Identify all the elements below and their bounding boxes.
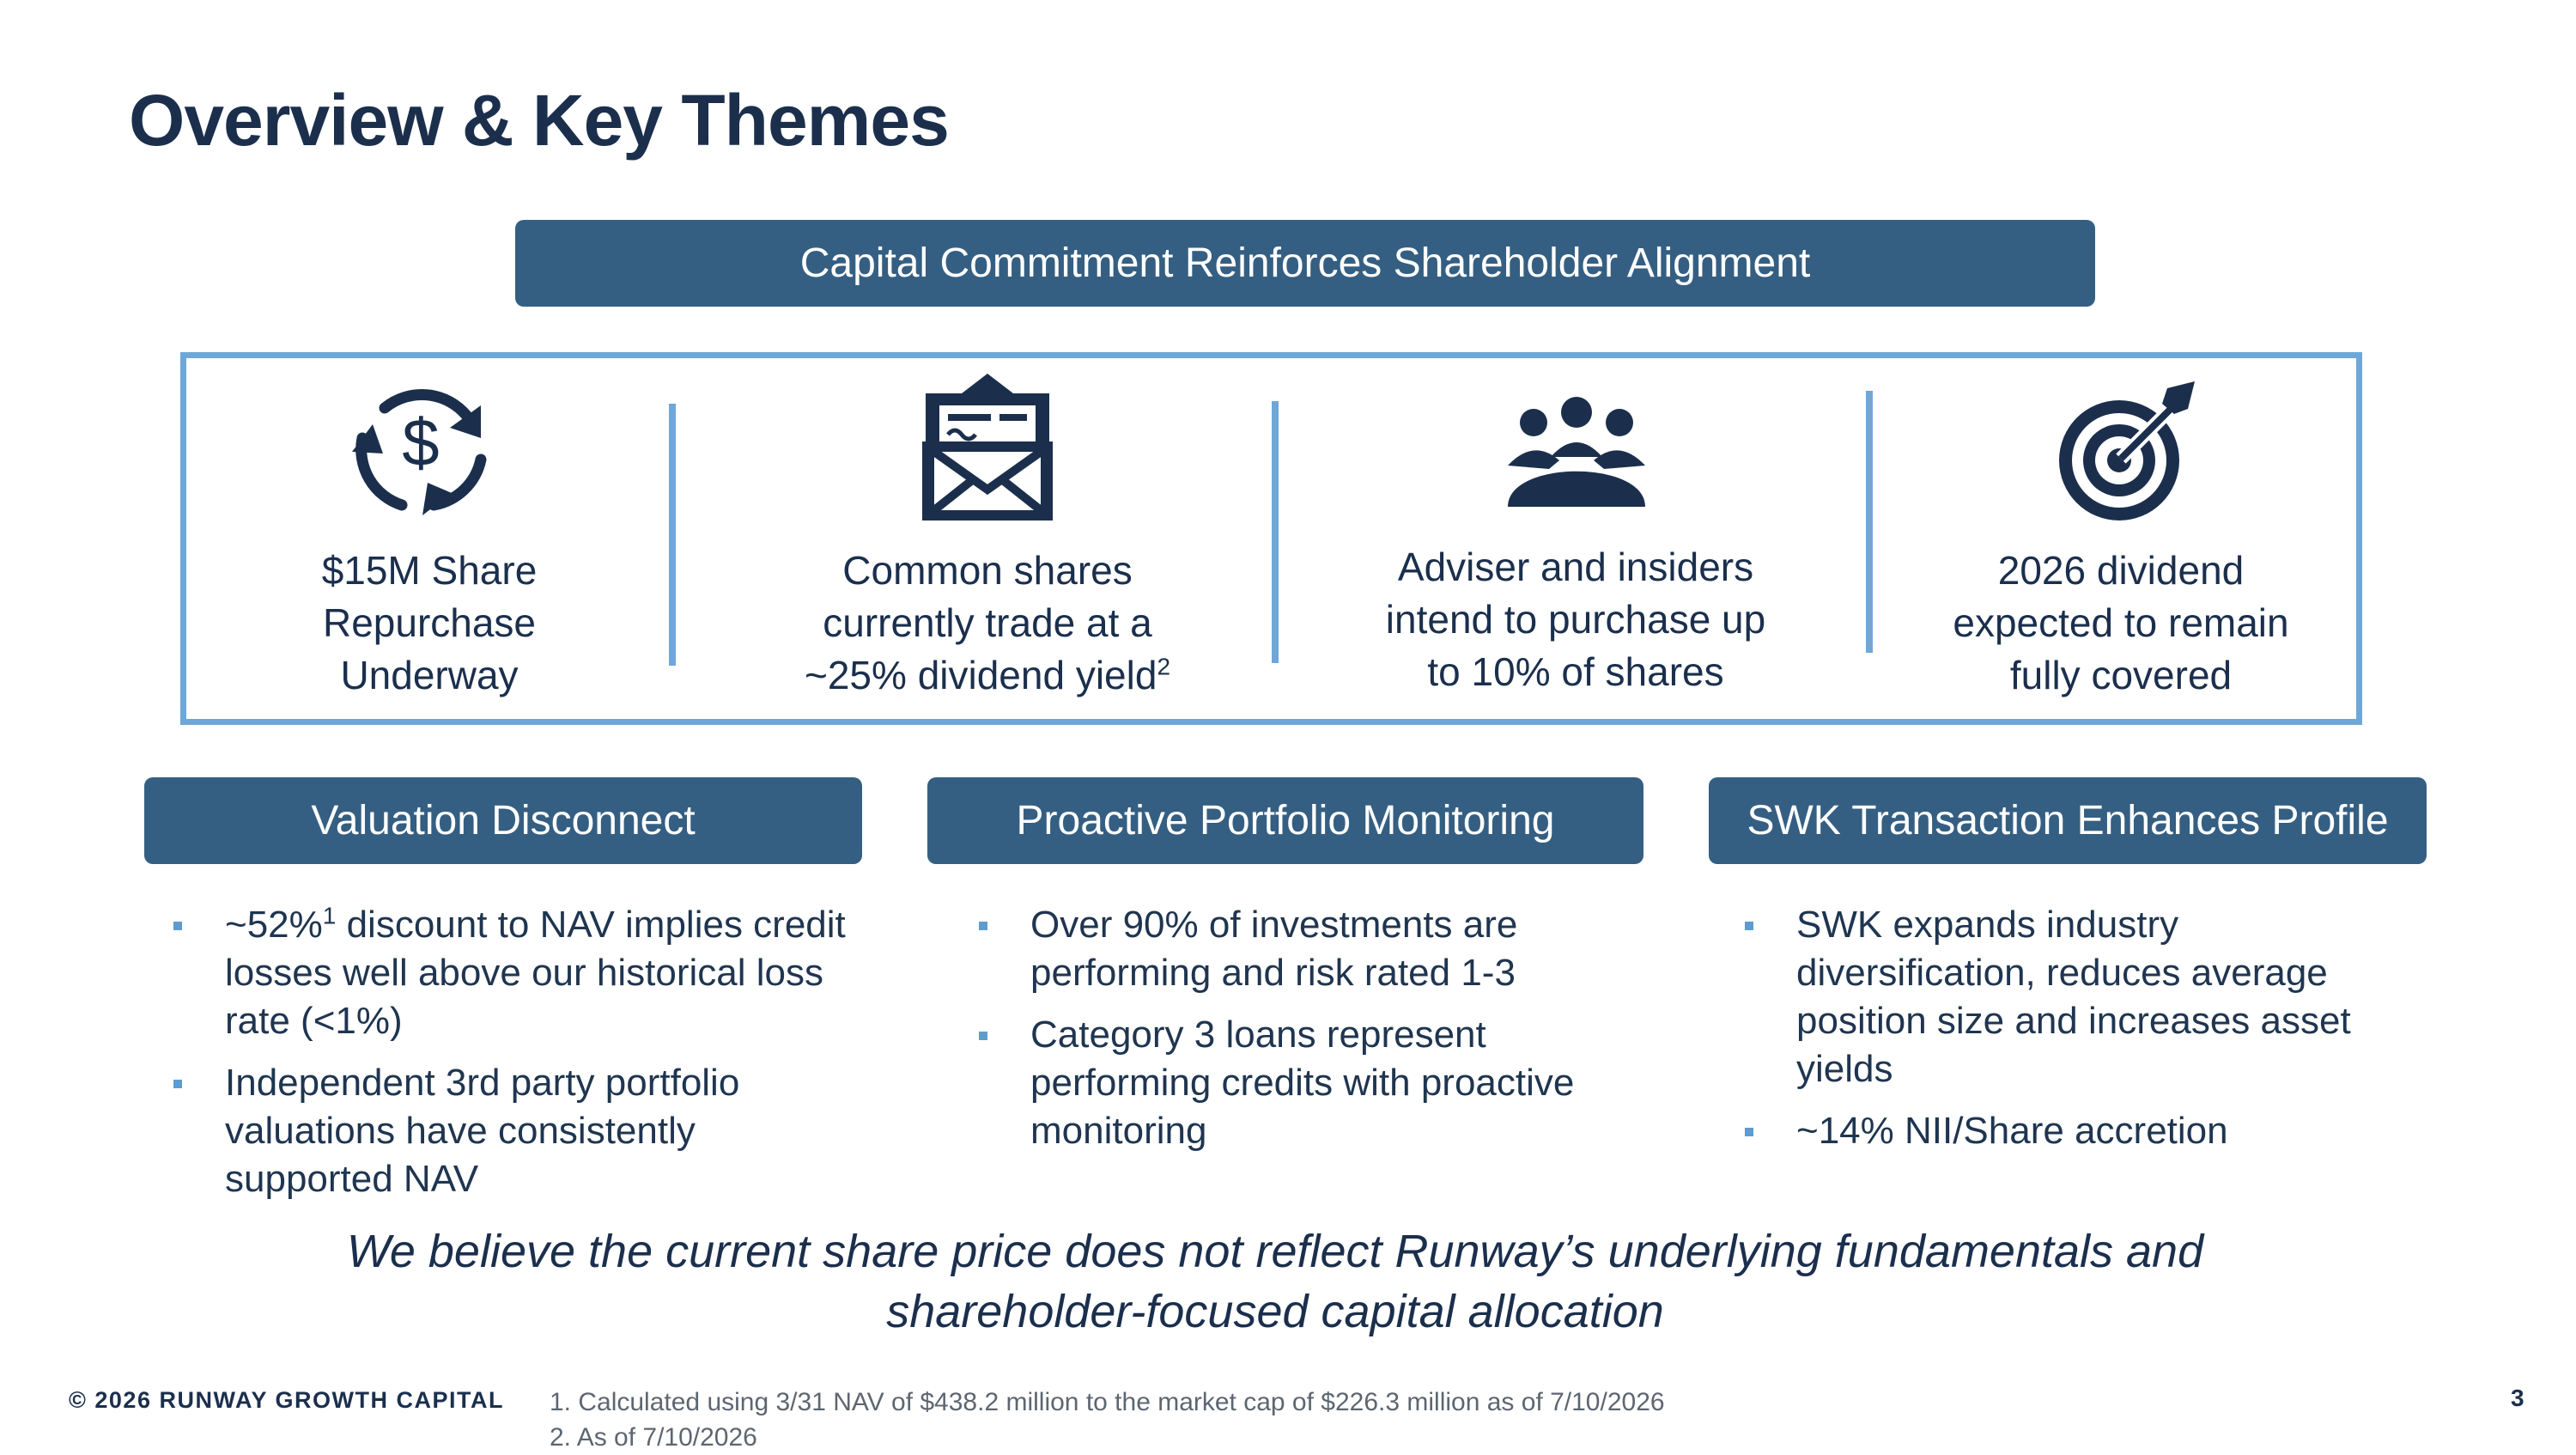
list-item: ~52%1 discount to NAV implies credit los… [173,901,860,1045]
envelope-check-icon [910,369,1065,528]
swk-transaction-header: SWK Transaction Enhances Profile [1709,777,2427,864]
valuation-bullet-list: ~52%1 discount to NAV implies credit los… [173,901,860,1217]
monitoring-bullet-list: Over 90% of investments are performing a… [979,901,1649,1169]
people-group-icon [1499,378,1654,537]
page-number: 3 [2511,1385,2524,1411]
feature-share-repurchase: $15M Share Repurchase Underway [321,548,538,697]
feature-divider [1272,401,1279,663]
list-item: ~14% NII/Share accretion [1745,1107,2415,1155]
list-item: Independent 3rd party portfolio valuatio… [173,1059,860,1203]
dollar-cycle-icon: $ [343,369,498,528]
list-item: Over 90% of investments are performing a… [979,901,1649,997]
feature-divider [669,404,676,666]
feature-dividend-covered: 2026 dividend expected to remain fully c… [1953,548,2289,697]
page-title: Overview & Key Themes [129,80,950,161]
target-icon [2049,374,2203,533]
svg-text:$: $ [402,405,439,480]
capital-commitment-banner: Capital Commitment Reinforces Shareholde… [515,220,2095,307]
swk-bullet-list: SWK expands industry diversification, re… [1745,901,2415,1169]
portfolio-monitoring-header: Proactive Portfolio Monitoring [927,777,1643,864]
footnote: 2. As of 7/10/2026 [550,1423,757,1452]
footnote: 1. Calculated using 3/31 NAV of $438.2 m… [550,1388,1665,1416]
footnotes: 1. Calculated using 3/31 NAV of $438.2 m… [550,1385,1665,1455]
copyright: © 2026 RUNWAY GROWTH CAPITAL [69,1387,504,1413]
tagline: We believe the current share price does … [346,1226,2204,1337]
feature-dividend-yield: Common shares currently trade at a ~25% … [804,548,1171,697]
list-item: Category 3 loans represent performing cr… [979,1011,1649,1155]
valuation-disconnect-header: Valuation Disconnect [144,777,862,864]
feature-divider [1866,391,1873,653]
feature-box [180,352,2362,725]
list-item: SWK expands industry diversification, re… [1745,901,2415,1093]
feature-insider-purchase: Adviser and insiders intend to purchase … [1385,545,1766,694]
